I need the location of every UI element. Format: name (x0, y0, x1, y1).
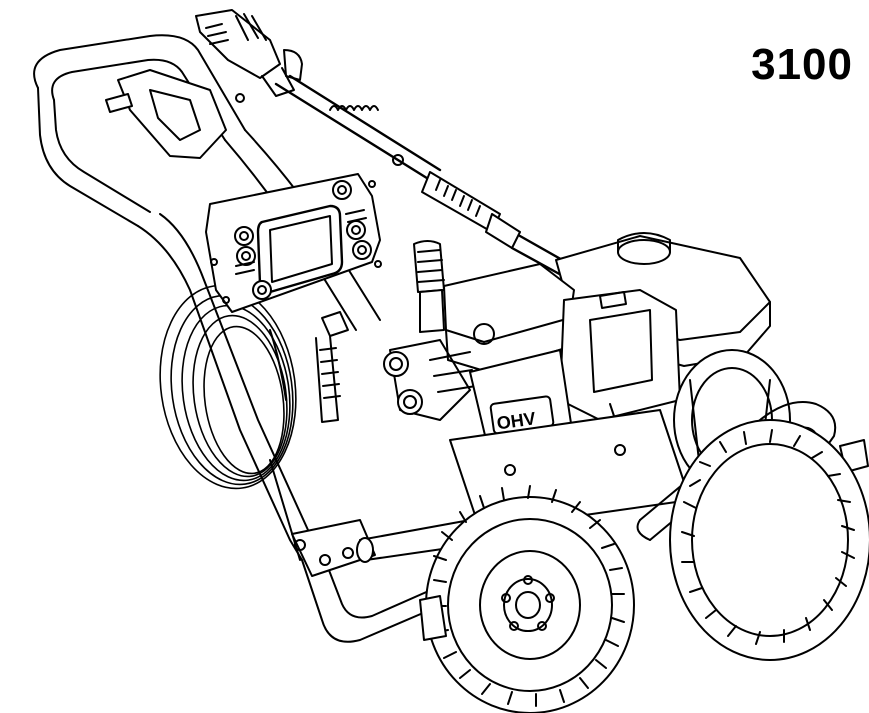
gun-holster (106, 70, 244, 158)
control-panel (206, 174, 381, 312)
model-number-label: 3100 (751, 40, 853, 89)
hose-coil (147, 277, 308, 498)
fuel-cap (618, 240, 670, 264)
hose-connector (270, 312, 348, 422)
frame (34, 35, 470, 642)
frame-foot (420, 596, 446, 640)
rear-wheel (670, 420, 869, 660)
front-wheel (426, 486, 634, 713)
wheel-hub (504, 579, 552, 631)
quick-connect-ports (235, 181, 371, 299)
spray-gun (196, 10, 302, 96)
